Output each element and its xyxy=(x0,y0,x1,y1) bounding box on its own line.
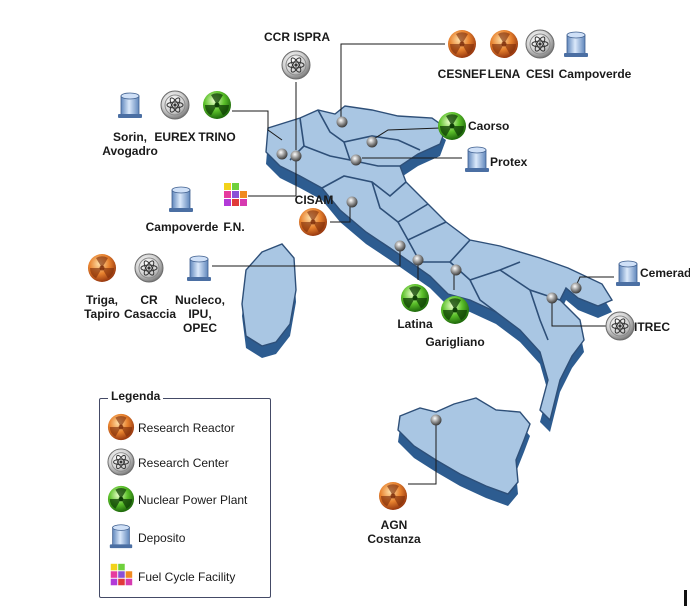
label-trino: TRINO xyxy=(198,130,236,144)
legend-fuel-cycle: Fuel Cycle Facility xyxy=(138,570,236,584)
nucleco-depo-icon xyxy=(186,255,212,282)
pin-roma xyxy=(394,240,406,252)
pin-agn xyxy=(430,414,442,426)
garigliano-plant-icon xyxy=(441,296,469,324)
cr-casaccia-center-icon xyxy=(134,253,164,283)
label-garigliano: Garigliano xyxy=(425,335,485,349)
lena-reactor-icon xyxy=(490,30,518,58)
fn-fuel-icon xyxy=(224,183,247,206)
label-cesnef: CESNEF xyxy=(437,67,487,81)
pin-itrec xyxy=(546,292,558,304)
cesi-center-icon xyxy=(525,29,555,59)
label-cisam: CISAM xyxy=(294,193,334,207)
pin-torino xyxy=(276,148,288,160)
label-cemerad: Cemerad xyxy=(640,266,690,280)
pin-cisam xyxy=(346,196,358,208)
protex-depo-icon xyxy=(464,146,490,173)
pin-caorso xyxy=(366,136,378,148)
eurex-center-icon xyxy=(160,90,190,120)
label-eurex: EUREX xyxy=(154,130,196,144)
legend-deposito: Deposito xyxy=(138,531,186,545)
label-campoverde-north: Campoverde xyxy=(558,67,632,81)
trino-plant-icon xyxy=(203,91,231,119)
sorin-depo-icon xyxy=(117,92,143,119)
label-sorin-avogadro: Sorin, Avogadro xyxy=(102,130,158,158)
latina-plant-icon xyxy=(401,284,429,312)
pin-protex xyxy=(350,154,362,166)
pin-garigliano xyxy=(450,264,462,276)
label-latina: Latina xyxy=(397,317,433,331)
legend-research-reactor: Research Reactor xyxy=(138,421,235,435)
label-agn-costanza: AGN Costanza xyxy=(367,518,421,546)
cesnef-reactor-icon xyxy=(448,30,476,58)
legend-nuclear-power-plant: Nuclear Power Plant xyxy=(138,493,248,507)
agn-reactor-icon xyxy=(379,482,407,510)
label-cesi: CESI xyxy=(525,67,554,81)
campoverde-north-depo-icon xyxy=(563,31,589,58)
itrec-center-icon xyxy=(605,311,635,341)
pin-latina xyxy=(412,254,424,266)
ccr-ispra-center-icon xyxy=(281,50,311,80)
triga-reactor-icon xyxy=(88,254,116,282)
pin-trino xyxy=(290,150,302,162)
label-campoverde-south: Campoverde xyxy=(145,220,219,234)
pin-milano-east xyxy=(336,116,348,128)
label-triga-tapiro: Triga, Tapiro xyxy=(84,293,120,321)
label-lena: LENA xyxy=(487,67,521,81)
label-fn: F.N. xyxy=(223,220,245,234)
pin-cemerad xyxy=(570,282,582,294)
sardinia xyxy=(241,243,297,347)
campoverde-south-depo-icon xyxy=(168,186,194,213)
cemerad-depo-icon xyxy=(615,260,641,287)
legend-box xyxy=(99,398,271,598)
legend-research-center: Research Center xyxy=(138,456,229,470)
leader-lines xyxy=(212,43,614,485)
label-ccr-ispra: CCR ISPRA xyxy=(263,30,330,44)
legend-title: Legenda xyxy=(108,389,164,403)
label-cr-casaccia: CR Casaccia xyxy=(124,293,177,321)
label-protex: Protex xyxy=(490,155,528,169)
cisam-reactor-icon xyxy=(299,208,327,236)
corner-mark xyxy=(684,590,687,606)
label-caorso: Caorso xyxy=(468,119,510,133)
caorso-plant-icon xyxy=(438,112,466,140)
label-itrec: ITREC xyxy=(634,320,670,334)
label-nucleco: Nucleco, IPU, OPEC xyxy=(174,293,225,335)
